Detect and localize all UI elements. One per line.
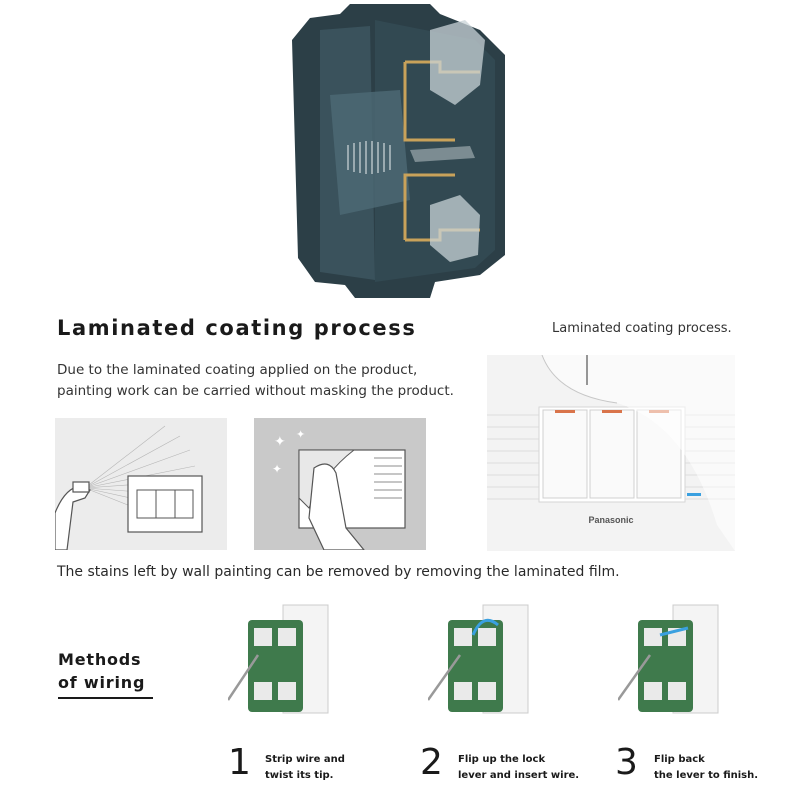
coating-callout-label: Laminated coating process. bbox=[552, 321, 732, 336]
spray-painting-illustration bbox=[55, 418, 227, 550]
step-3-number: 3 bbox=[615, 742, 638, 783]
wiring-heading-line-2: of wiring bbox=[58, 673, 146, 692]
step-1-number: 1 bbox=[228, 742, 251, 783]
wiring-heading-underline bbox=[58, 697, 153, 699]
stains-text: The stains left by wall painting can be … bbox=[57, 564, 620, 580]
intro-line-1: Due to the laminated coating applied on … bbox=[57, 362, 418, 378]
svg-text:✦: ✦ bbox=[296, 428, 305, 441]
step-3-text: Flip back the lever to finish. bbox=[654, 752, 758, 784]
step-1-line-1: Strip wire and bbox=[265, 754, 345, 765]
intro-line-2: painting work can be carried without mas… bbox=[57, 383, 454, 399]
svg-text:✦: ✦ bbox=[274, 434, 286, 450]
wiring-heading-line-1: Methods bbox=[58, 650, 142, 669]
switch-cross-section-illustration bbox=[292, 4, 505, 298]
section-title: Laminated coating process bbox=[57, 316, 417, 340]
step-3-line-2: the lever to finish. bbox=[654, 770, 759, 781]
step-2-number: 2 bbox=[420, 742, 443, 783]
peeling-film-illustration: ✦ ✦ ✦ bbox=[254, 418, 426, 550]
svg-text:✦: ✦ bbox=[272, 462, 282, 476]
step-1-line-2: twist its tip. bbox=[265, 770, 334, 781]
step-3-line-1: Flip back bbox=[654, 754, 705, 765]
switch-plate-illustration bbox=[487, 354, 735, 551]
step-1-text: Strip wire and twist its tip. bbox=[265, 752, 345, 784]
wiring-step-3-illustration bbox=[618, 604, 719, 714]
wiring-heading: Methods of wiring bbox=[58, 648, 145, 694]
product-photo: Panasonic bbox=[487, 354, 735, 551]
brand-logo: Panasonic bbox=[588, 515, 634, 525]
wiring-step-1-illustration bbox=[228, 604, 329, 714]
step-2-line-1: Flip up the lock bbox=[458, 754, 546, 765]
intro-text: Due to the laminated coating applied on … bbox=[57, 360, 477, 402]
step-2-line-2: lever and insert wire. bbox=[458, 770, 580, 781]
step-2-text: Flip up the lock lever and insert wire. bbox=[458, 752, 579, 784]
wiring-step-2-illustration bbox=[428, 604, 529, 714]
